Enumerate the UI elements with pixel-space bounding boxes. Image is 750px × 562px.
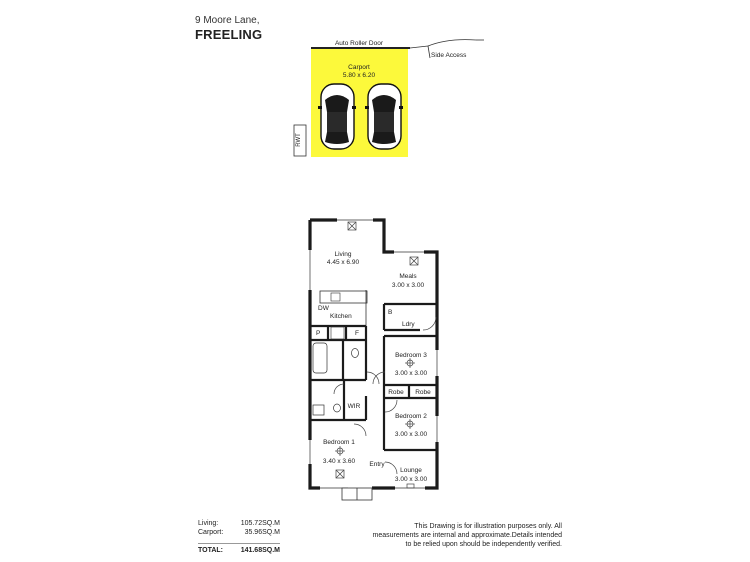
carport-name: Carport [348,64,370,71]
disclaimer-text: This Drawing is for illustration purpose… [372,523,563,548]
meals-name: Meals [399,273,417,280]
area-row-living: Living: 105.72SQ.M [198,519,280,528]
area-summary: Living: 105.72SQ.M Carport: 35.96SQ.M TO… [198,519,280,555]
area-label: Carport: [198,529,224,536]
bedroom3-dims: 3.00 x 3.00 [395,370,428,377]
area-row-carport: Carport: 35.96SQ.M [198,528,280,537]
internal-walls [310,302,437,452]
dw-label: DW [318,305,330,312]
toilet-icon [333,403,341,413]
side-access-gate [409,39,484,59]
entry-label: Entry [369,461,385,468]
fridge-label: F [355,330,359,337]
toilet-icon [351,348,359,358]
address-suburb: FREELING [195,27,263,42]
bedroom1-name: Bedroom 1 [323,439,355,446]
bedroom1-dims: 3.40 x 3.60 [323,458,356,465]
area-label: Living: [198,520,219,527]
living-name: Living [335,251,352,258]
area-value: 105.72SQ.M [240,520,280,527]
robe2-label: Robe [415,389,431,396]
kitchen-label: Kitchen [330,313,352,320]
sink-icon [330,292,341,302]
total-value: 141.68SQ.M [240,547,280,554]
robe1-label: Robe [388,389,404,396]
b-label: B [388,309,392,316]
wir-label: WIR [348,403,361,410]
meals-dims: 3.00 x 3.00 [392,282,425,289]
kitchen-bench [319,290,368,304]
bedroom2-name: Bedroom 2 [395,413,427,420]
rainwater-tank [293,124,307,157]
address-street: 9 Moore Lane, [195,15,260,26]
total-label: TOTAL: [198,547,224,554]
roller-door-label: Auto Roller Door [335,40,384,47]
bedroom2-dims: 3.00 x 3.00 [395,431,428,438]
bedroom3-name: Bedroom 3 [395,352,427,359]
car-icon [318,83,356,150]
car-icon [365,83,403,150]
area-value: 35.96SQ.M [244,529,280,536]
side-access-label: Side Access [431,52,467,59]
carport-dims: 5.80 x 6.20 [343,72,376,79]
shower-icon [312,404,325,416]
ldry-label: Ldry [402,321,415,328]
pantry-label: P [316,330,320,337]
cooktop-icon [330,326,345,340]
lounge-dims: 3.00 x 3.00 [395,476,428,483]
door-swings [333,316,437,475]
bathtub-icon [312,342,328,374]
area-row-total: TOTAL: 141.68SQ.M [198,543,280,555]
lounge-name: Lounge [400,467,422,474]
rwt-label: RWT [296,133,302,147]
light-icon [335,221,419,489]
window-lines [309,219,438,489]
living-dims: 4.45 x 6.90 [327,259,360,266]
